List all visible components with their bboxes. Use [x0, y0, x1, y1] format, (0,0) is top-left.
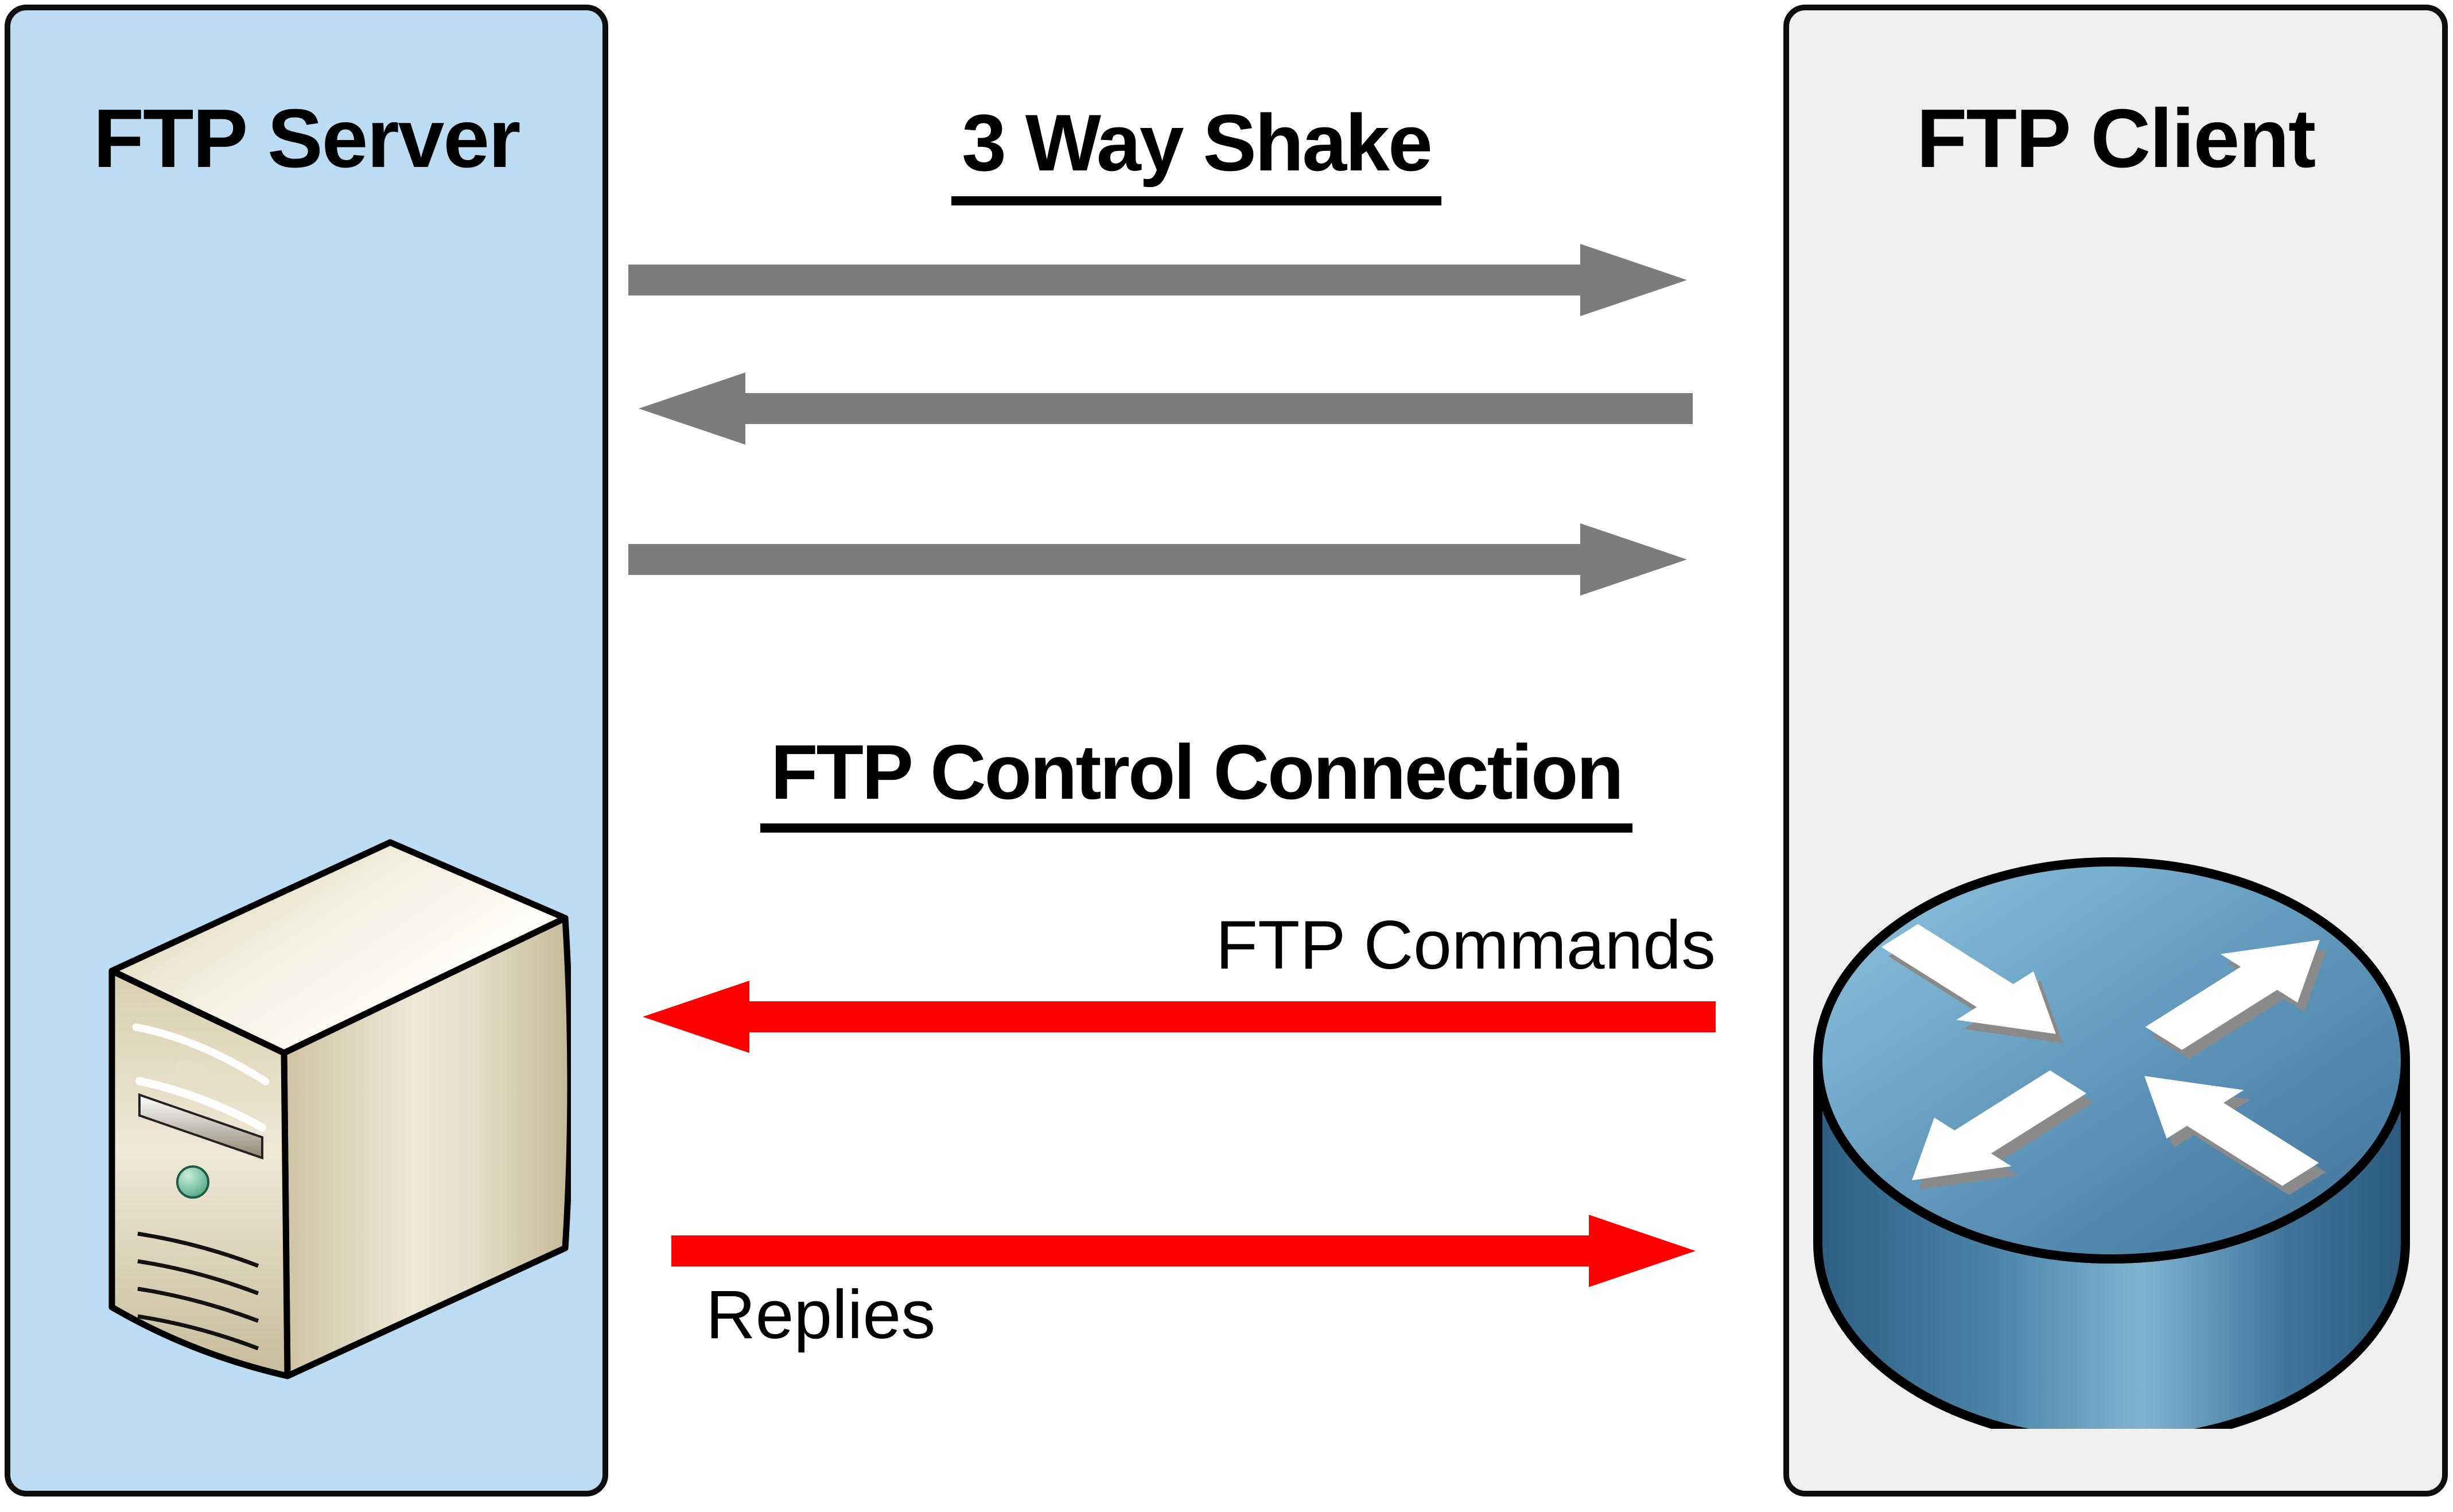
router-icon — [1813, 857, 2410, 1429]
handshake-arrow-3-right-icon — [628, 523, 1687, 596]
handshake-heading: 3 Way Shake — [608, 96, 1785, 205]
control-connection-heading: FTP Control Connection — [608, 728, 1785, 833]
ftp-server-title: FTP Server — [93, 92, 520, 185]
handshake-heading-text: 3 Way Shake — [951, 96, 1441, 205]
ftp-commands-arrow-left-icon — [643, 981, 1716, 1053]
control-connection-heading-text: FTP Control Connection — [760, 728, 1632, 833]
handshake-arrow-2-left-icon — [639, 372, 1693, 445]
ftp-client-title: FTP Client — [1916, 92, 2316, 185]
ftp-commands-label: FTP Commands — [1215, 907, 1716, 984]
server-tower-icon — [108, 839, 571, 1379]
handshake-arrow-1-right-icon — [628, 244, 1687, 316]
replies-label: Replies — [706, 1276, 936, 1353]
router-arrows — [1881, 924, 2320, 1186]
